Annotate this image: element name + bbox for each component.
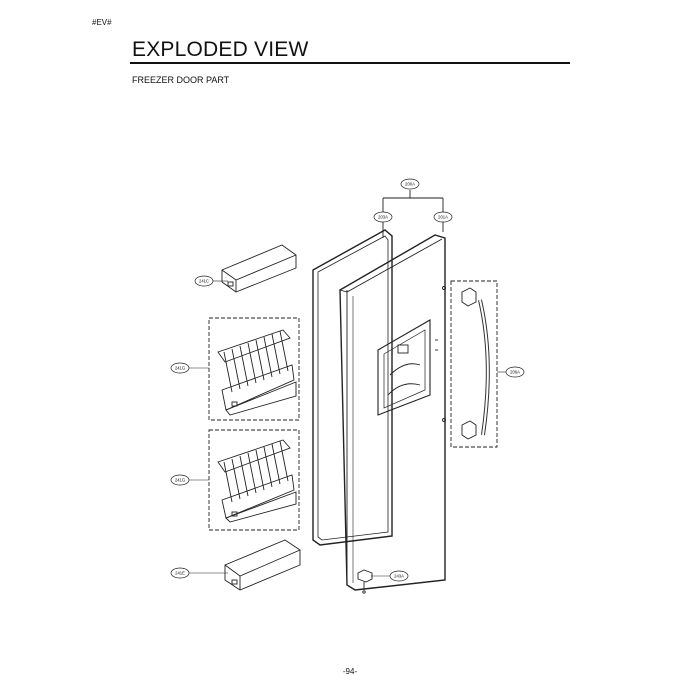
door-handle xyxy=(442,280,498,448)
callout-label: 200A xyxy=(405,182,415,187)
callout-206a: 206A xyxy=(505,366,525,378)
callout-label: 201A xyxy=(438,215,448,220)
page-title: EXPLODED VIEW xyxy=(132,38,309,61)
callout-203a: 203A xyxy=(373,211,393,223)
callout-241e: 241E xyxy=(170,567,190,579)
bracket-200a xyxy=(382,190,444,238)
callout-label: 241E xyxy=(175,571,185,576)
callout-241g-lower: 241G xyxy=(170,474,190,486)
basket-assembly-1 xyxy=(208,317,300,421)
section-subtitle: FREEZER DOOR PART xyxy=(132,75,230,85)
callout-241g-upper: 241G xyxy=(170,362,190,374)
leader-lines xyxy=(188,280,507,577)
callout-241c: 241C xyxy=(194,275,214,287)
callout-label: 203A xyxy=(378,215,388,220)
door-bin-bottom xyxy=(224,539,301,591)
door-bin-top xyxy=(221,244,297,293)
callout-200a: 200A xyxy=(400,178,420,190)
callout-label: 241C xyxy=(199,279,209,284)
door-gasket xyxy=(312,229,393,546)
title-rule xyxy=(130,62,570,64)
dispenser-recess xyxy=(377,319,438,416)
callout-label: 243A xyxy=(394,574,404,579)
callout-label: 241G xyxy=(175,478,185,483)
hinge-part xyxy=(357,569,373,594)
page-number: -94- xyxy=(342,667,358,676)
callout-label: 241G xyxy=(175,366,185,371)
callout-243a: 243A xyxy=(389,570,409,582)
freezer-door xyxy=(339,234,446,591)
callout-201a: 201A xyxy=(433,211,453,223)
page-tag: #EV# xyxy=(92,18,112,27)
basket-assembly-2 xyxy=(208,429,300,531)
callout-label: 206A xyxy=(510,370,520,375)
